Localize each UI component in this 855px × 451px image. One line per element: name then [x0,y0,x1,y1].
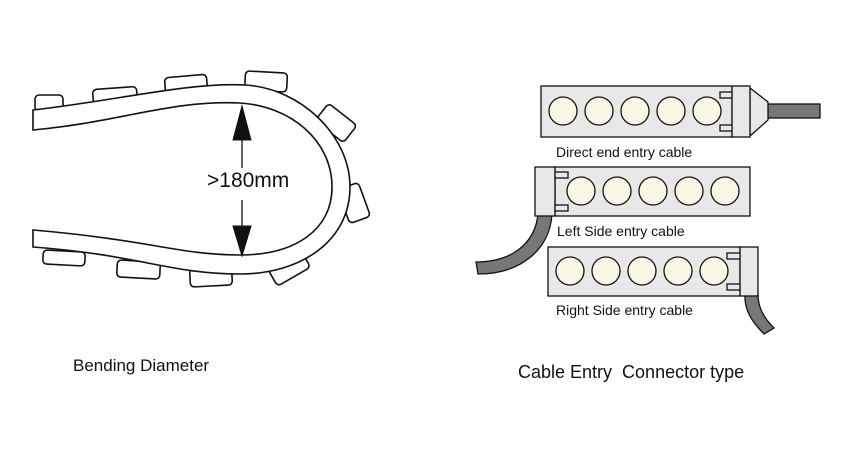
connector-caption: Cable Entry Connector type [518,362,745,382]
diameter-arrow [232,104,252,258]
bending-strip [32,70,371,288]
connector-direct-end [540,85,821,138]
bending-caption: Bending Diameter [73,356,210,375]
connector-left-side [475,166,751,275]
strip-outer-edge [32,83,351,275]
direct-end-label: Direct end entry cable [556,144,693,160]
left-side-label: Left Side entry cable [557,223,685,239]
right-side-label: Right Side entry cable [556,302,693,318]
connector-right-side [547,246,776,335]
bend-dimension-label: >180mm [207,169,290,192]
